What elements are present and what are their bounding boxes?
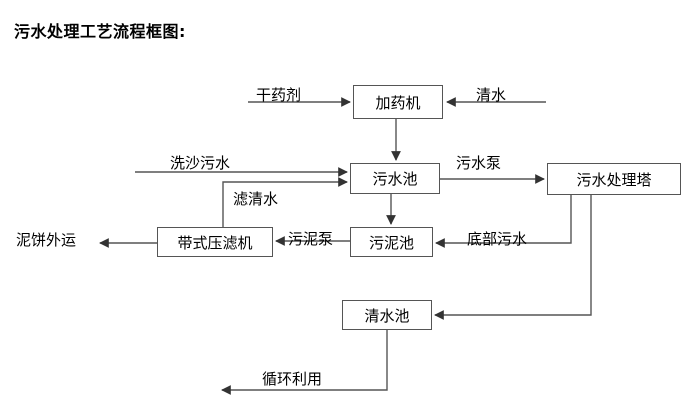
node-dosing-machine[interactable]: 加药机 (353, 85, 443, 119)
page-title: 污水处理工艺流程框图: (14, 22, 186, 41)
io-label-mud-cake-out: 泥饼外运 (16, 231, 77, 249)
node-belt-filter-press[interactable]: 带式压滤机 (157, 227, 273, 257)
io-label-sand-wash-water: 洗沙污水 (170, 154, 231, 172)
edge-clean-water-pool-to-recycle (221, 330, 388, 395)
node-wastewater-pool[interactable]: 污水池 (350, 163, 440, 194)
io-label-dry-chemical: 干药剂 (256, 86, 302, 104)
edge-tower-to-clean-water-pool (434, 195, 592, 320)
edge-label-bottom-sewage: 底部污水 (467, 230, 528, 248)
edge-label-wastewater-pump: 污水泵 (456, 154, 502, 172)
edge-press-to-wastewater-pool (222, 177, 348, 227)
edge-label-recycle-reuse: 循环利用 (262, 370, 323, 388)
edge-tower-to-sludge-pool (435, 195, 572, 248)
edge-label-sludge-pump: 污泥泵 (288, 230, 334, 248)
node-sludge-pool[interactable]: 污泥池 (350, 227, 433, 257)
node-treatment-tower[interactable]: 污水处理塔 (547, 163, 681, 195)
io-label-clean-water-input: 清水 (476, 86, 507, 104)
edge-label-filtered-water: 滤清水 (233, 190, 279, 208)
node-clean-water-pool[interactable]: 清水池 (342, 300, 432, 330)
